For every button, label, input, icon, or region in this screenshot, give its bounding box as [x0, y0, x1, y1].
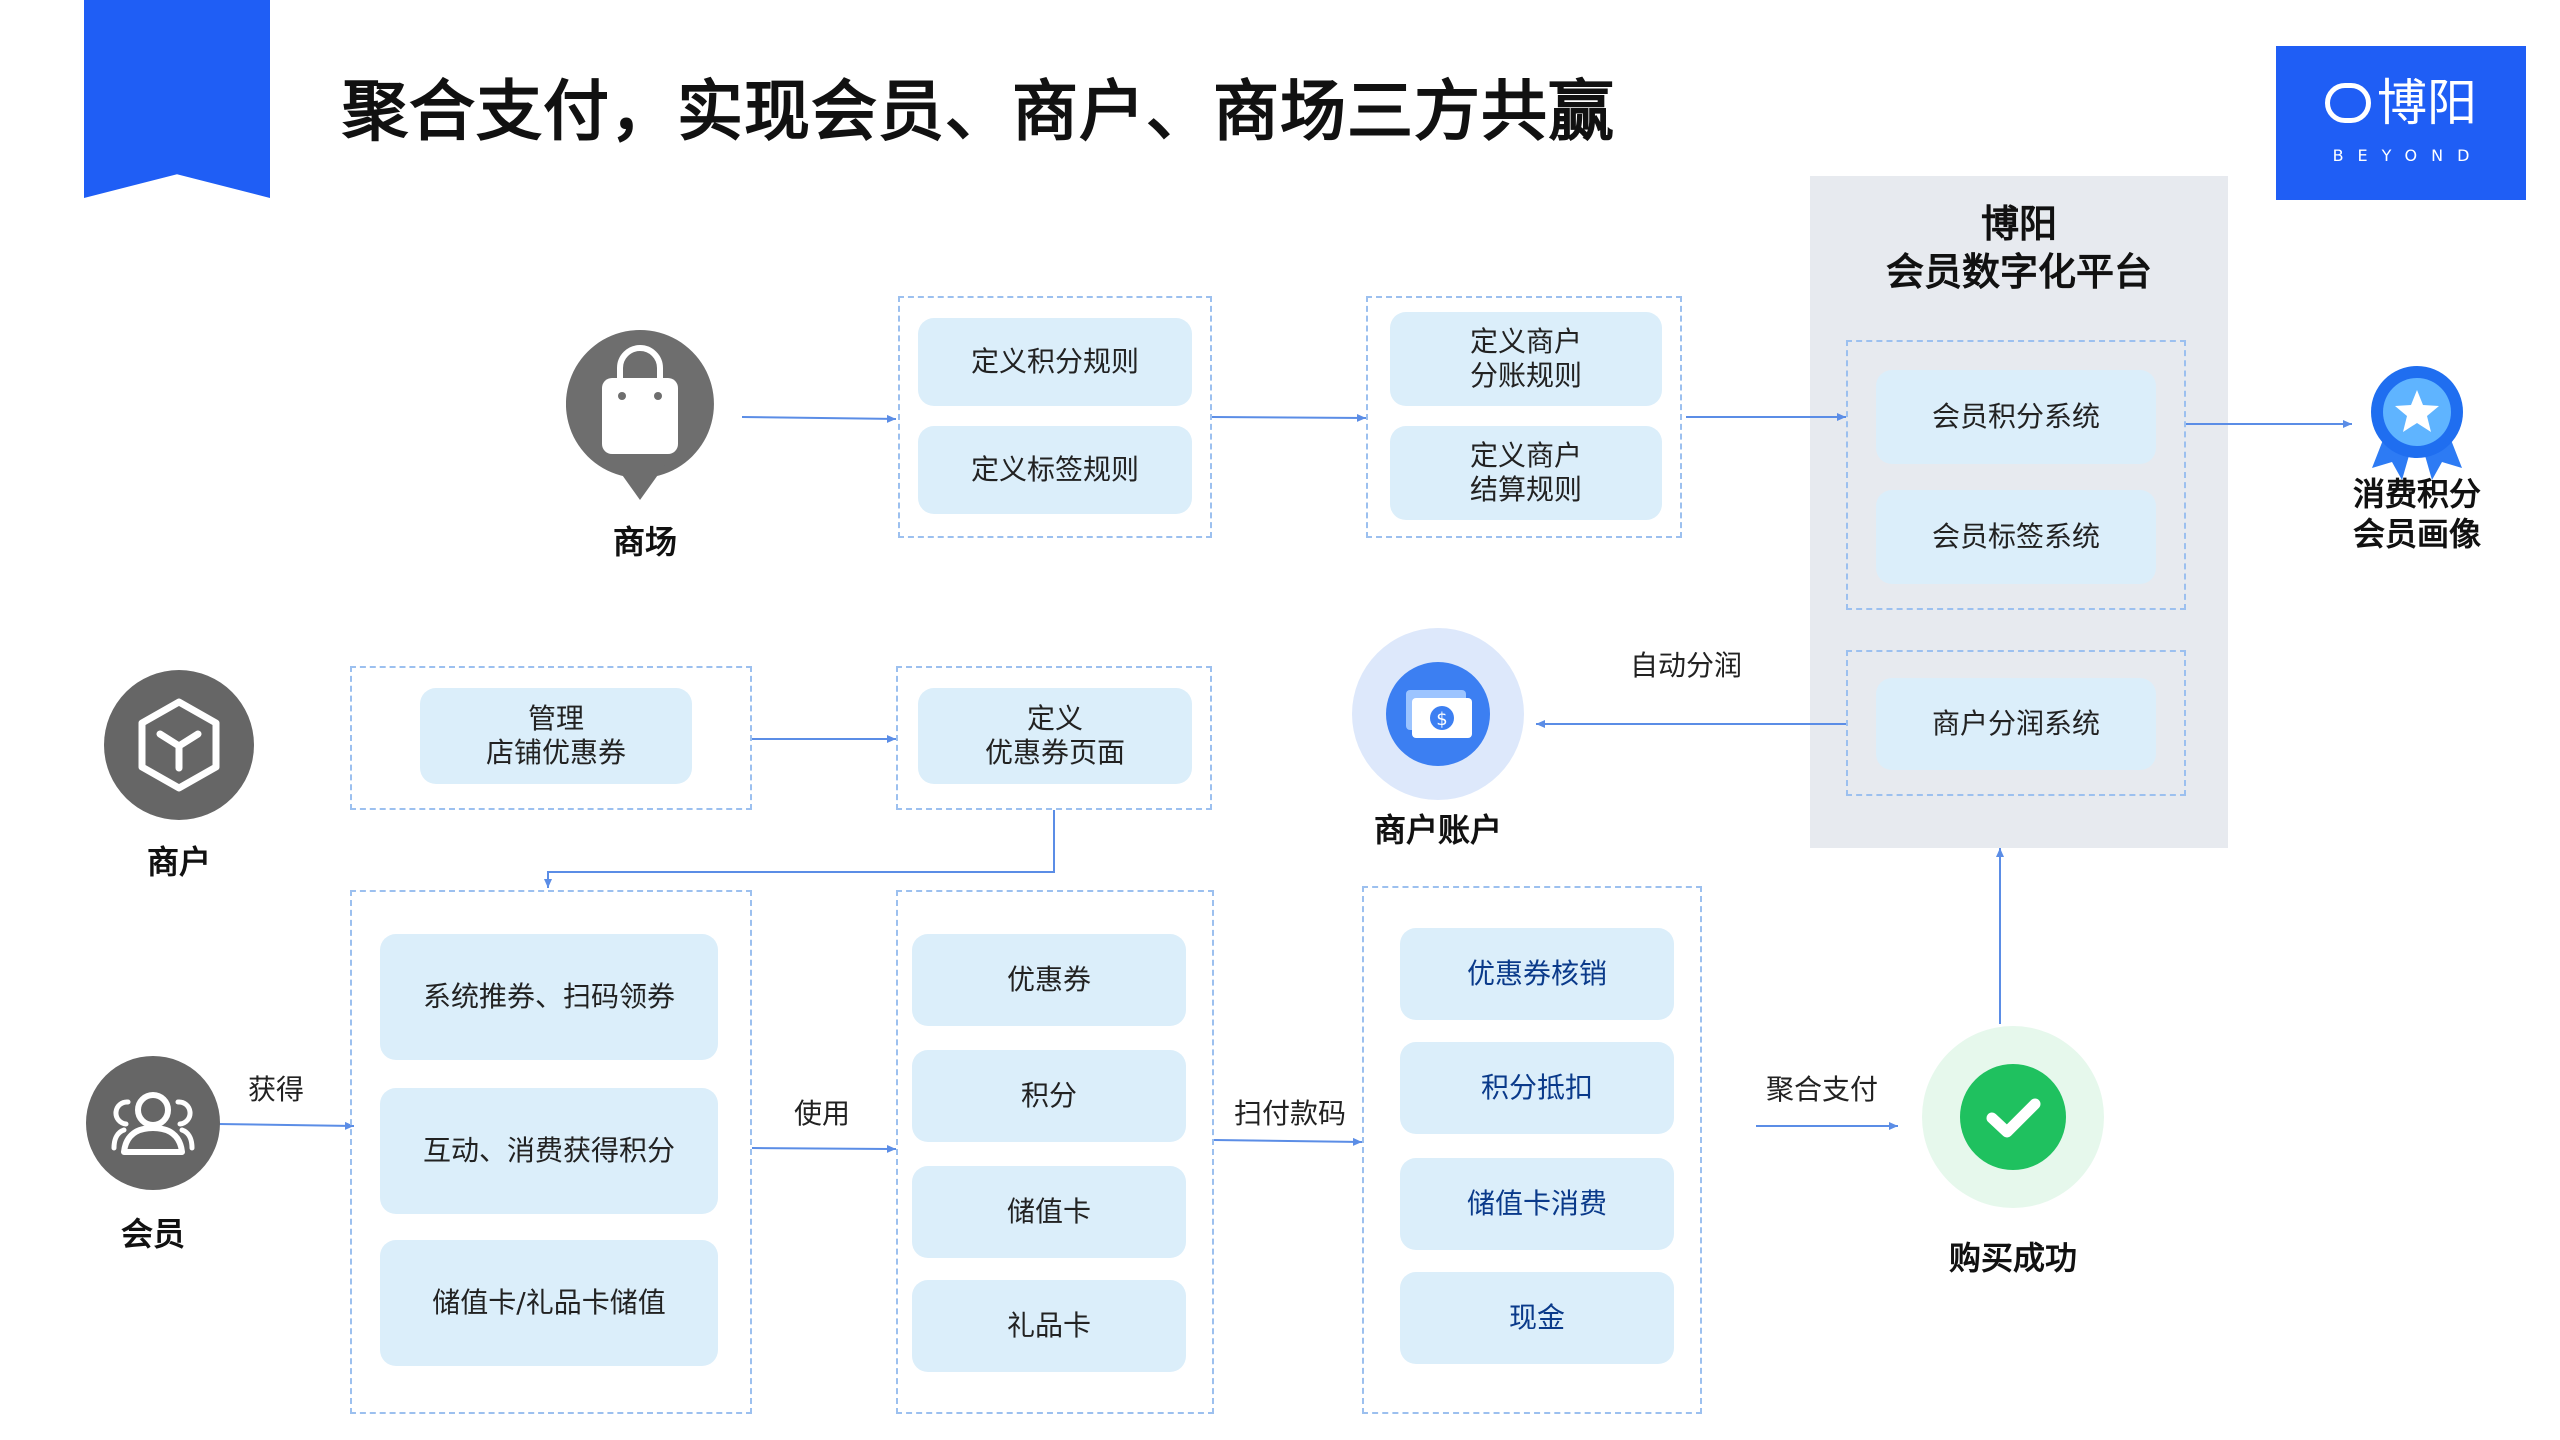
asset-coupon-box: 优惠券 [912, 934, 1186, 1026]
arrow-mall-to-rules [741, 414, 897, 423]
mall-actor [565, 330, 714, 500]
cash-icon: $ [1406, 690, 1472, 738]
users-icon [111, 1092, 195, 1155]
acquire-storedvalue-box: 储值卡/礼品卡储值 [380, 1240, 718, 1366]
merchant-account-node: $ [1352, 628, 1524, 800]
rule-points-box: 定义积分规则 [918, 318, 1192, 406]
scan-pay-label: 扫付款码 [1234, 1097, 1347, 1130]
mall-rules-group [898, 296, 1212, 538]
aggregate-pay-label: 聚合支付 [1766, 1073, 1879, 1106]
tags-system-box: 会员标签系统 [1876, 490, 2156, 584]
profit-system-group [1846, 650, 2186, 796]
merchant-label: 商户 [146, 843, 211, 881]
result-label: 消费积分 会员画像 [2352, 475, 2481, 553]
award-badge-icon [2362, 362, 2472, 482]
acquire-group [350, 890, 752, 1414]
asset-giftcard-box: 礼品卡 [912, 1280, 1186, 1372]
asset-points-box: 积分 [912, 1050, 1186, 1142]
logo-subtitle: BEYOND [2332, 146, 2484, 165]
arrow-rules-to-merchant-rules [1211, 413, 1367, 422]
member-label: 会员 [120, 1215, 185, 1253]
acquire-points-box: 互动、消费获得积分 [380, 1088, 718, 1214]
page-title: 聚合支付，实现会员、商户、商场三方共赢 [342, 73, 1615, 150]
manage-coupon-box: 管理 店铺优惠券 [420, 688, 692, 784]
platform-systems-group [1846, 340, 2186, 610]
arrow-member-to-acquire [217, 1121, 355, 1130]
arrow-define-to-acquire [544, 810, 1055, 888]
svg-text:$: $ [1436, 709, 1447, 730]
rule-settle-box: 定义商户 结算规则 [1390, 426, 1662, 520]
success-node [1922, 1026, 2104, 1208]
logo-name: 博阳 [2377, 74, 2477, 132]
shopping-bag-pin-icon [565, 330, 714, 500]
beyond-logo-icon [2325, 82, 2371, 123]
rule-tags-box: 定义标签规则 [918, 426, 1192, 514]
cube-icon [138, 698, 220, 792]
manage-coupon-group [350, 666, 752, 810]
acquire-coupon-box: 系统推券、扫码领券 [380, 934, 718, 1060]
define-coupon-page-box: 定义 优惠券页面 [918, 688, 1192, 784]
profit-system-box: 商户分润系统 [1876, 678, 2156, 770]
check-icon [1986, 1098, 2041, 1138]
merchant-rules-group [1366, 296, 1682, 538]
define-coupon-page-group [896, 666, 1212, 810]
success-label: 购买成功 [1948, 1239, 2077, 1277]
auto-profit-label: 自动分润 [1630, 649, 1743, 682]
pay-storedcard-box: 储值卡消费 [1400, 1158, 1674, 1250]
acquire-label: 获得 [248, 1073, 305, 1106]
mall-label: 商场 [612, 523, 677, 561]
platform-title: 博阳 会员数字化平台 [1885, 202, 2152, 294]
asset-storedcard-box: 储值卡 [912, 1166, 1186, 1258]
pay-cash-box: 现金 [1400, 1272, 1674, 1364]
payments-group [1362, 886, 1702, 1414]
use-label: 使用 [794, 1097, 851, 1130]
merchant-actor [104, 670, 254, 820]
arrow-assets-to-payments [1213, 1137, 1363, 1146]
header-ribbon [84, 0, 270, 198]
rule-split-box: 定义商户 分账规则 [1390, 312, 1662, 406]
assets-group [896, 890, 1214, 1414]
arrow-acquire-to-assets [751, 1144, 897, 1153]
pay-coupon-box: 优惠券核销 [1400, 928, 1674, 1020]
pay-points-box: 积分抵扣 [1400, 1042, 1674, 1134]
points-system-box: 会员积分系统 [1876, 370, 2156, 464]
member-actor [86, 1056, 220, 1190]
merchant-account-label: 商户账户 [1373, 811, 1502, 849]
brand-logo: 博阳 BEYOND [2276, 46, 2526, 200]
